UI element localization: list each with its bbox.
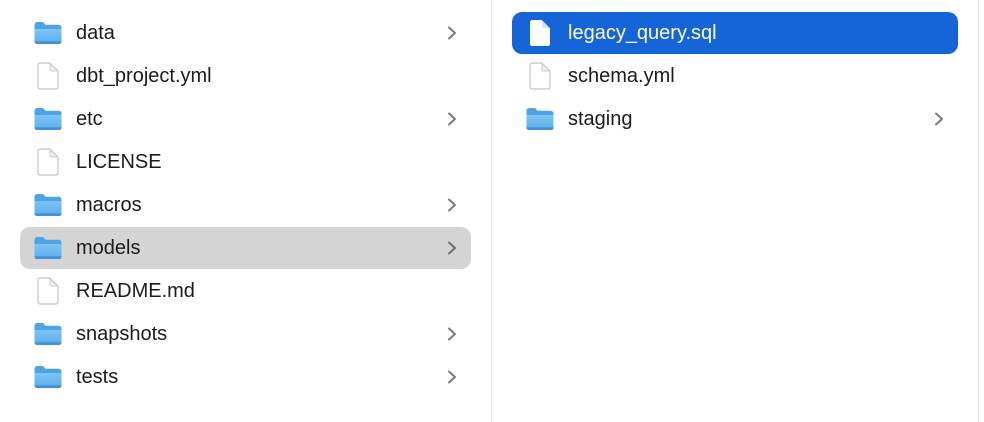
item-label: tests xyxy=(76,366,119,388)
next-column-stub xyxy=(979,0,984,422)
folder-row-staging[interactable]: staging xyxy=(512,98,958,140)
folder-row-macros[interactable]: macros xyxy=(20,184,471,226)
folder-row-data[interactable]: data xyxy=(20,12,471,54)
file-row-readme-md[interactable]: README.md xyxy=(20,270,471,312)
folder-row-etc[interactable]: etc xyxy=(20,98,471,140)
column-left: data dbt_project.yml xyxy=(0,0,491,422)
item-label: LICENSE xyxy=(76,151,162,173)
folder-icon xyxy=(34,237,62,259)
file-row-legacy-query-sql[interactable]: legacy_query.sql xyxy=(512,12,958,54)
item-label: models xyxy=(76,237,141,259)
item-label: data xyxy=(76,22,115,44)
column-divider[interactable] xyxy=(491,0,492,422)
column-right: legacy_query.sql schema.yml xyxy=(492,0,978,422)
document-icon xyxy=(529,62,551,90)
chevron-right-icon xyxy=(935,112,943,126)
document-icon xyxy=(530,20,550,46)
column-divider-2[interactable] xyxy=(978,0,979,422)
document-icon xyxy=(37,148,59,176)
document-icon xyxy=(37,62,59,90)
item-label: staging xyxy=(568,108,633,130)
item-label: etc xyxy=(76,108,103,130)
chevron-right-icon xyxy=(448,370,456,384)
file-row-dbt-project-yml[interactable]: dbt_project.yml xyxy=(20,55,471,97)
item-label: dbt_project.yml xyxy=(76,65,212,87)
folder-row-snapshots[interactable]: snapshots xyxy=(20,313,471,355)
folder-icon xyxy=(34,366,62,388)
item-label: snapshots xyxy=(76,323,168,345)
folder-icon xyxy=(34,194,62,216)
file-row-license[interactable]: LICENSE xyxy=(20,141,471,183)
file-row-schema-yml[interactable]: schema.yml xyxy=(512,55,958,97)
item-label: README.md xyxy=(76,280,195,302)
folder-icon xyxy=(526,108,554,130)
chevron-right-icon xyxy=(448,26,456,40)
document-icon xyxy=(37,277,59,305)
item-label: legacy_query.sql xyxy=(568,22,717,44)
folder-row-models[interactable]: models xyxy=(20,227,471,269)
chevron-right-icon xyxy=(448,241,456,255)
folder-row-tests[interactable]: tests xyxy=(20,356,471,398)
item-label: schema.yml xyxy=(568,65,675,87)
folder-icon xyxy=(34,323,62,345)
chevron-right-icon xyxy=(448,112,456,126)
chevron-right-icon xyxy=(448,327,456,341)
folder-icon xyxy=(34,108,62,130)
item-label: macros xyxy=(76,194,142,216)
folder-icon xyxy=(34,22,62,44)
chevron-right-icon xyxy=(448,198,456,212)
